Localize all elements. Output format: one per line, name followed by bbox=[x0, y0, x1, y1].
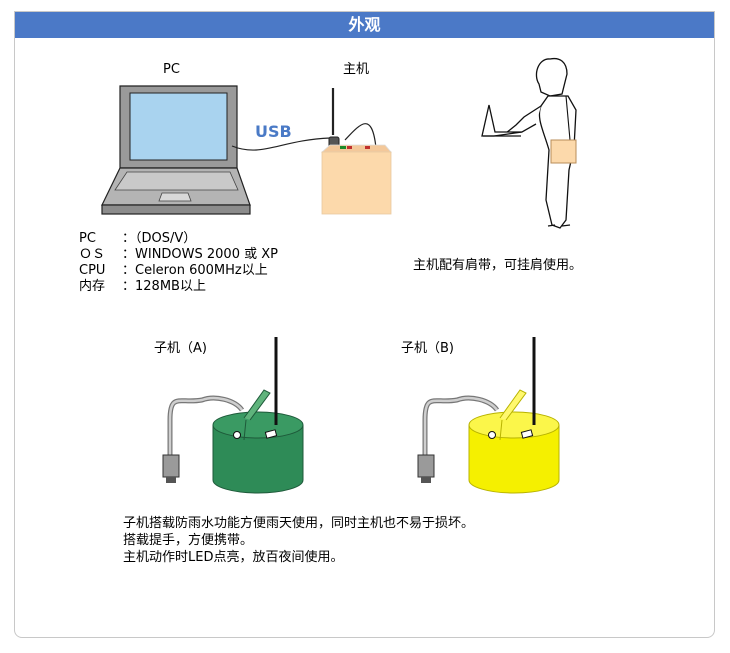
spec-key: 内存 bbox=[79, 279, 106, 294]
spec-key: ＯＳ bbox=[79, 247, 106, 262]
laptop-icon bbox=[101, 85, 251, 215]
spec-row: PC ：（DOS/V） bbox=[79, 231, 278, 247]
child-unit-a-label: 子机（A) bbox=[154, 341, 207, 356]
spec-row: CPU ：Celeron 600MHz以上 bbox=[79, 263, 278, 279]
usb-label: USB bbox=[255, 122, 292, 141]
person-with-shoulder-strap-icon bbox=[481, 57, 577, 229]
usb-cable bbox=[231, 137, 331, 151]
description-line: 主机动作时LED点亮，放百夜间使用。 bbox=[123, 550, 344, 565]
spec-key: CPU bbox=[79, 263, 106, 278]
feature-description: 子机搭载防雨水功能方便雨天使用，同时主机也不易于损坏。 搭载提手，方便携带。 主… bbox=[123, 515, 474, 566]
appearance-panel: 外观 bbox=[14, 11, 715, 638]
spec-key: PC bbox=[79, 231, 96, 246]
spec-value: ：WINDOWS 2000 或 XP bbox=[122, 247, 278, 262]
pc-spec-list: PC ：（DOS/V） ＯＳ ：WINDOWS 2000 或 XP CPU ：C… bbox=[79, 231, 278, 295]
pc-label: PC bbox=[163, 62, 180, 77]
description-line: 搭载提手，方便携带。 bbox=[123, 533, 254, 548]
spec-value: ：Celeron 600MHz以上 bbox=[122, 263, 268, 278]
host-device-icon bbox=[320, 88, 392, 215]
sensor-unit-green-icon bbox=[162, 337, 304, 494]
shoulder-strap-note: 主机配有肩带，可挂肩使用。 bbox=[413, 258, 583, 273]
spec-value: ：128MB以上 bbox=[122, 279, 206, 294]
spec-value: ：（DOS/V） bbox=[122, 231, 197, 246]
section-header: 外观 bbox=[15, 12, 714, 38]
spec-row: 内存 ：128MB以上 bbox=[79, 279, 278, 295]
spec-row: ＯＳ ：WINDOWS 2000 或 XP bbox=[79, 247, 278, 263]
description-line: 子机搭载防雨水功能方便雨天使用，同时主机也不易于损坏。 bbox=[123, 516, 475, 531]
host-label: 主机 bbox=[343, 62, 370, 77]
child-unit-b-label: 子机（B) bbox=[401, 341, 454, 356]
sensor-unit-yellow-icon bbox=[417, 337, 560, 494]
